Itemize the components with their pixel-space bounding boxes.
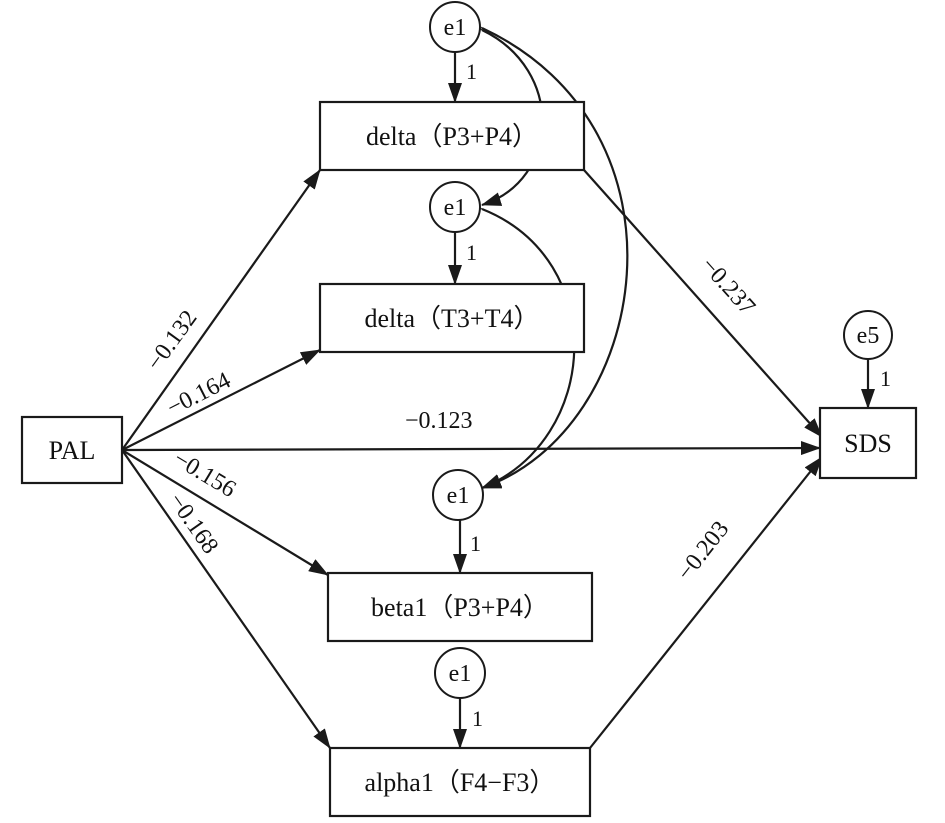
coef-pal-sds: −0.123	[405, 408, 473, 434]
error-e1-delta-p-label: e1	[444, 15, 467, 41]
path-pal-beta1	[121, 449, 329, 576]
error-e1-alpha1-label: e1	[449, 661, 472, 687]
node-pal: PAL	[20, 415, 124, 485]
node-delta-p3-p4-label: delta（P3+P4）	[366, 122, 538, 151]
coef-delta-p-sds: −0.237	[696, 253, 761, 321]
node-beta1-p3-p4-label: beta1（P3+P4）	[371, 593, 549, 622]
node-beta1-p3-p4: beta1（P3+P4）	[326, 571, 594, 643]
path-alpha1-sds	[589, 456, 823, 749]
loading-label-delta-t: 1	[466, 240, 477, 265]
loading-label-alpha1: 1	[472, 706, 483, 731]
path-pal-alpha1	[121, 449, 331, 749]
path-pal-delta-p	[121, 169, 321, 451]
node-alpha1-f4-f3-label: alpha1（F4−F3）	[365, 768, 556, 797]
path-pal-sds	[121, 441, 821, 456]
loading-label-delta-p: 1	[466, 59, 477, 84]
node-sds: SDS	[818, 406, 918, 480]
loading-label-sds: 1	[880, 366, 891, 391]
error-e1-delta-t: e1	[429, 181, 481, 233]
coef-alpha1-sds: −0.203	[672, 516, 734, 585]
path-delta-p-sds	[583, 169, 823, 438]
coef-pal-delta-p: −0.132	[142, 306, 203, 376]
error-e1-beta1: e1	[432, 469, 484, 521]
node-delta-t3-t4: delta（T3+T4）	[318, 282, 586, 354]
error-e5-sds: e5	[843, 310, 893, 360]
node-delta-p3-p4: delta（P3+P4）	[318, 100, 586, 172]
node-sds-label: SDS	[844, 429, 892, 458]
error-e1-alpha1: e1	[434, 647, 486, 699]
node-pal-label: PAL	[49, 436, 96, 465]
covariance-curve-e1-top-e1-beta1	[461, 13, 629, 490]
path-pal-delta-t	[121, 349, 321, 451]
error-e1-delta-t-label: e1	[444, 195, 467, 221]
loading-label-beta1: 1	[470, 531, 481, 556]
error-e5-sds-label: e5	[857, 323, 880, 349]
error-e1-beta1-label: e1	[447, 483, 470, 509]
node-delta-t3-t4-label: delta（T3+T4）	[365, 304, 540, 333]
node-alpha1-f4-f3: alpha1（F4−F3）	[328, 746, 592, 818]
error-e1-delta-p: e1	[429, 1, 481, 53]
